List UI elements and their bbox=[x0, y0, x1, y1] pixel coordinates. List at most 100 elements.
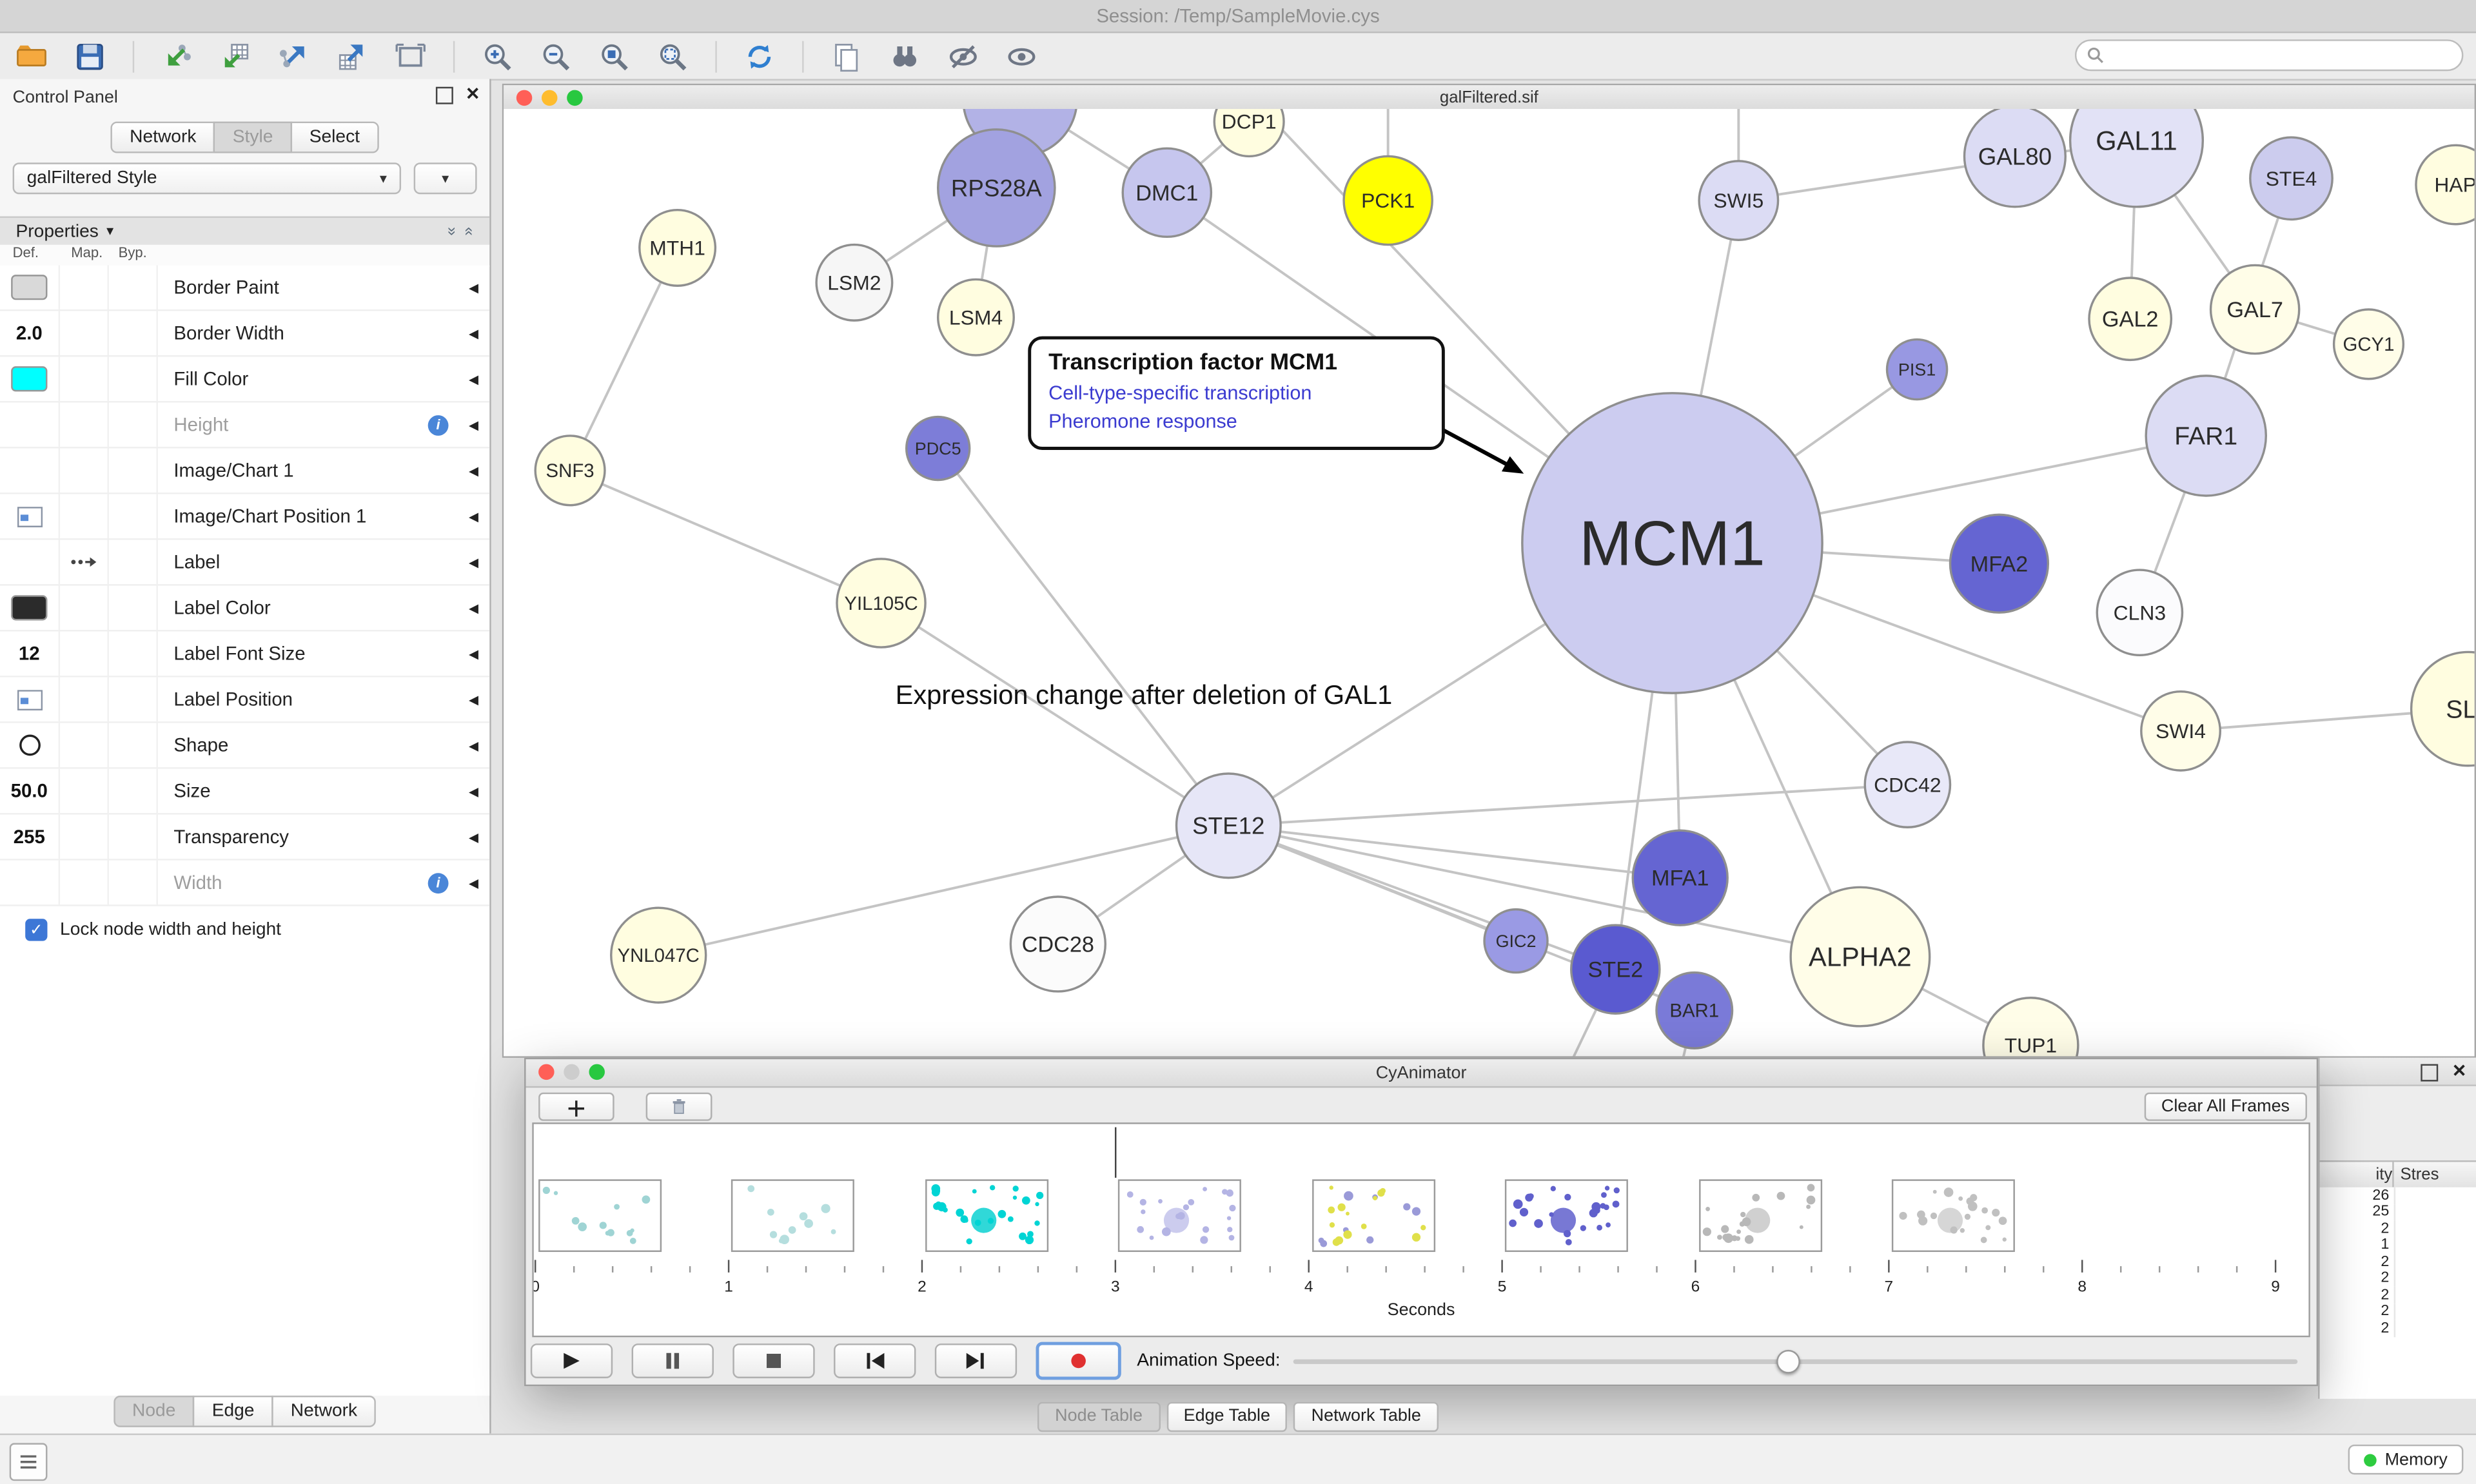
slider-handle[interactable] bbox=[1775, 1349, 1800, 1374]
bypass-cell[interactable] bbox=[109, 860, 158, 905]
style-options-button[interactable]: ▾ bbox=[413, 162, 477, 195]
node-ALPHA2[interactable] bbox=[1789, 886, 1931, 1028]
attribute-browser-tab-node[interactable]: Node bbox=[113, 1395, 195, 1427]
float-panel-icon[interactable] bbox=[2420, 1064, 2438, 1082]
table-row[interactable]: 2 bbox=[2320, 1320, 2476, 1337]
tab-node-table[interactable]: Node Table bbox=[1037, 1401, 1160, 1432]
default-value-cell[interactable] bbox=[0, 540, 61, 585]
bypass-cell[interactable] bbox=[109, 814, 158, 859]
node-MCM1[interactable] bbox=[1521, 392, 1823, 694]
mapping-cell[interactable] bbox=[60, 768, 109, 814]
node-STE2[interactable] bbox=[1570, 924, 1661, 1015]
clear-all-frames-button[interactable]: Clear All Frames bbox=[2143, 1092, 2307, 1121]
bypass-cell[interactable] bbox=[109, 265, 158, 310]
node-STE12[interactable] bbox=[1175, 772, 1282, 879]
attribute-browser-tab-network[interactable]: Network bbox=[271, 1395, 377, 1427]
default-value-cell[interactable] bbox=[0, 402, 61, 447]
frame-thumbnail-7[interactable] bbox=[1892, 1179, 2016, 1253]
node-GIC2[interactable] bbox=[1483, 908, 1549, 974]
play-button[interactable] bbox=[530, 1343, 613, 1378]
node-PCK1[interactable] bbox=[1342, 155, 1433, 246]
node-SLT[interactable] bbox=[2410, 650, 2475, 767]
node-TUP1[interactable] bbox=[1982, 997, 2079, 1057]
mapping-cell[interactable] bbox=[60, 860, 109, 905]
node-LSM2[interactable] bbox=[815, 243, 894, 322]
save-session-icon[interactable] bbox=[71, 37, 109, 75]
zoom-fit-icon[interactable] bbox=[595, 37, 633, 75]
default-value-cell[interactable] bbox=[0, 677, 61, 722]
node-GAL80[interactable] bbox=[1963, 108, 2067, 208]
close-panel-icon[interactable]: ✕ bbox=[2451, 1062, 2467, 1082]
node-MTH1[interactable] bbox=[638, 209, 717, 287]
bypass-cell[interactable] bbox=[109, 448, 158, 493]
network-canvas[interactable]: RPS28BDCP1PCK1SWI5GAL80GAL11STE4HAPRPS28… bbox=[504, 108, 2475, 1057]
mapping-cell[interactable] bbox=[60, 356, 109, 402]
expand-arrow-icon[interactable]: ◀ bbox=[468, 783, 479, 798]
open-session-icon[interactable] bbox=[13, 37, 51, 75]
memory-button[interactable]: Memory bbox=[2348, 1444, 2464, 1475]
skip-end-button[interactable] bbox=[934, 1343, 1017, 1378]
mapping-cell[interactable] bbox=[60, 402, 109, 447]
bypass-cell[interactable] bbox=[109, 402, 158, 447]
mapping-cell[interactable] bbox=[60, 631, 109, 676]
mapping-cell[interactable] bbox=[60, 540, 109, 585]
close-traffic-light[interactable] bbox=[538, 1064, 555, 1080]
zoom-selected-icon[interactable] bbox=[654, 37, 692, 75]
export-network-icon[interactable] bbox=[275, 37, 313, 75]
table-row[interactable]: 1 bbox=[2320, 1236, 2476, 1254]
control-tab-style[interactable]: Style bbox=[213, 121, 292, 153]
frame-thumbnail-0[interactable] bbox=[538, 1179, 662, 1253]
bypass-cell[interactable] bbox=[109, 631, 158, 676]
show-all-icon[interactable] bbox=[1003, 37, 1041, 75]
task-history-button[interactable] bbox=[9, 1443, 48, 1481]
close-traffic-light[interactable] bbox=[516, 90, 533, 106]
attribute-browser-tab-edge[interactable]: Edge bbox=[193, 1395, 273, 1427]
export-table-icon[interactable] bbox=[333, 37, 371, 75]
node-FAR1[interactable] bbox=[2145, 375, 2268, 497]
node-CDC42[interactable] bbox=[1863, 741, 1952, 828]
expand-arrow-icon[interactable]: ◀ bbox=[468, 463, 479, 478]
bypass-cell[interactable] bbox=[109, 540, 158, 585]
expand-arrow-icon[interactable]: ◀ bbox=[468, 280, 479, 295]
default-value-cell[interactable] bbox=[0, 265, 61, 310]
properties-header[interactable]: Properties ▾ »» bbox=[0, 216, 490, 247]
bypass-cell[interactable] bbox=[109, 723, 158, 768]
node-PDC5[interactable] bbox=[905, 415, 971, 482]
bypass-cell[interactable] bbox=[109, 494, 158, 539]
expand-arrow-icon[interactable]: ◀ bbox=[468, 417, 479, 432]
bypass-cell[interactable] bbox=[109, 768, 158, 814]
expand-arrow-icon[interactable]: ◀ bbox=[468, 554, 479, 569]
node-GAL2[interactable] bbox=[2088, 277, 2173, 362]
frame-thumbnail-3[interactable] bbox=[1118, 1179, 1242, 1253]
table-row[interactable]: 25 bbox=[2320, 1204, 2476, 1221]
cyanimator-titlebar[interactable]: CyAnimator bbox=[526, 1059, 2317, 1088]
mapping-cell[interactable] bbox=[60, 494, 109, 539]
tab-edge-table[interactable]: Edge Table bbox=[1166, 1401, 1288, 1432]
minimize-traffic-light[interactable] bbox=[564, 1064, 580, 1080]
table-column-header[interactable]: Stres bbox=[2392, 1162, 2476, 1187]
minimize-traffic-light[interactable] bbox=[542, 90, 558, 106]
mapping-cell[interactable] bbox=[60, 585, 109, 630]
expand-arrow-icon[interactable]: ◀ bbox=[468, 875, 479, 890]
default-value-cell[interactable] bbox=[0, 448, 61, 493]
default-value-cell[interactable] bbox=[0, 356, 61, 402]
expand-arrow-icon[interactable]: ◀ bbox=[468, 600, 479, 615]
zoom-traffic-light[interactable] bbox=[589, 1064, 605, 1080]
expand-arrow-icon[interactable]: ◀ bbox=[468, 829, 479, 844]
expand-arrow-icon[interactable]: ◀ bbox=[468, 692, 479, 707]
copy-icon[interactable] bbox=[827, 37, 865, 75]
node-GAL7[interactable] bbox=[2209, 264, 2301, 355]
node-PIS1[interactable] bbox=[1885, 338, 1949, 401]
table-row[interactable]: 2 bbox=[2320, 1220, 2476, 1237]
lock-size-checkbox[interactable]: ✓ bbox=[25, 919, 48, 941]
default-value-cell[interactable]: 2.0 bbox=[0, 311, 61, 356]
expand-arrow-icon[interactable]: ◀ bbox=[468, 326, 479, 340]
search-network-icon[interactable] bbox=[886, 37, 924, 75]
skip-start-button[interactable] bbox=[834, 1343, 916, 1378]
bypass-cell[interactable] bbox=[109, 677, 158, 722]
mapping-cell[interactable] bbox=[60, 677, 109, 722]
expand-arrow-icon[interactable]: ◀ bbox=[468, 646, 479, 661]
zoom-traffic-light[interactable] bbox=[567, 90, 583, 106]
control-tab-select[interactable]: Select bbox=[290, 121, 379, 153]
annotation-box[interactable]: Transcription factor MCM1 Cell-type-spec… bbox=[1028, 336, 1445, 450]
